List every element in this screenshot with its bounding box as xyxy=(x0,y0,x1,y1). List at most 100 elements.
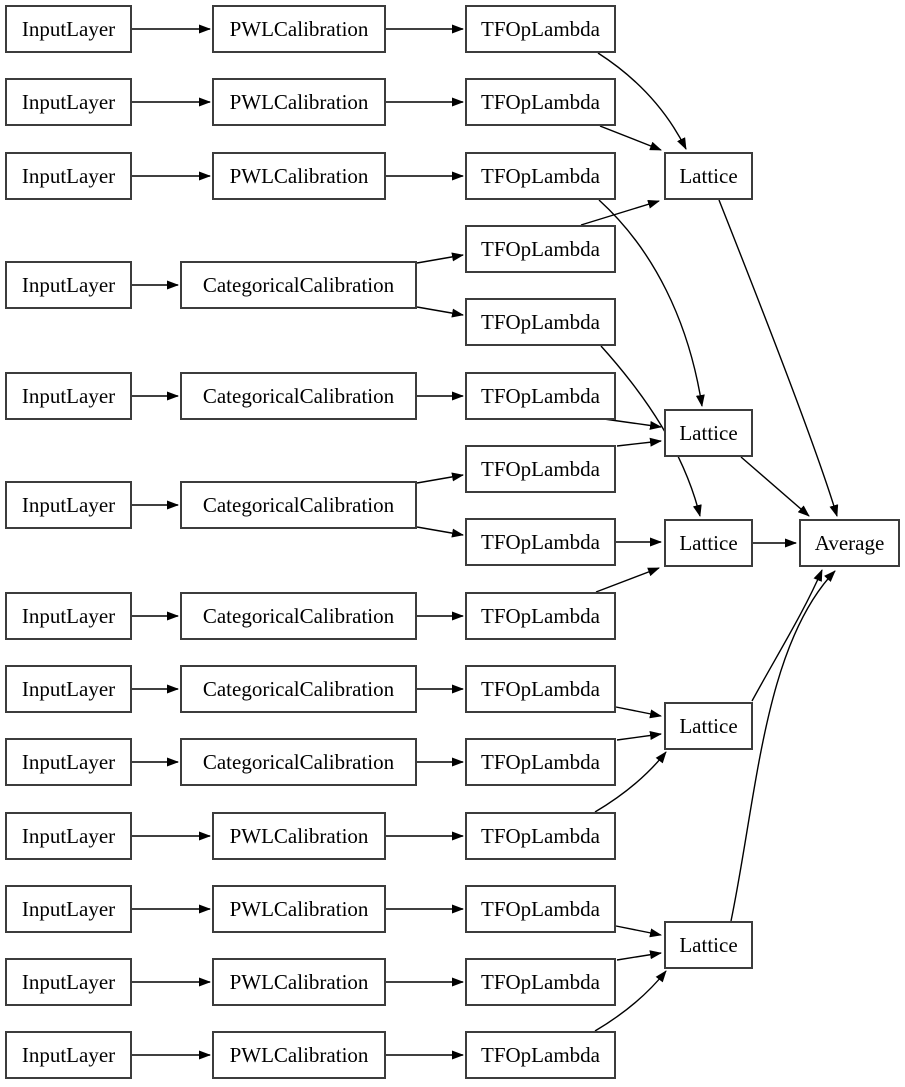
tfop-4-label: TFOpLambda xyxy=(481,236,600,261)
input-5-node: InputLayer xyxy=(5,372,132,420)
input-11-label: InputLayer xyxy=(21,896,116,921)
tfop-7-node: TFOpLambda xyxy=(465,445,616,493)
cat-5-label: CategoricalCalibration xyxy=(202,676,395,701)
input-12-label: InputLayer xyxy=(21,969,116,994)
tfop-6-label: TFOpLambda xyxy=(481,383,600,408)
tfop-8-label: TFOpLambda xyxy=(481,529,600,554)
pwl-4-label: PWLCalibration xyxy=(229,823,369,848)
tfop-12-label: TFOpLambda xyxy=(481,823,600,848)
tfop-1-node: TFOpLambda xyxy=(465,5,616,53)
edge-tfop-12-lattice-4 xyxy=(594,751,667,813)
edge-tfop-7-lattice-2 xyxy=(616,437,662,447)
lattice-4-node: Lattice xyxy=(664,702,753,750)
cat-4-node: CategoricalCalibration xyxy=(180,592,417,640)
lattice-4-label: Lattice xyxy=(679,713,738,738)
input-6-label: InputLayer xyxy=(21,492,116,517)
tfop-13-label: TFOpLambda xyxy=(481,896,600,921)
pwl-4-node: PWLCalibration xyxy=(212,812,386,860)
edge-tfop-14-lattice-5 xyxy=(616,950,662,961)
cat-6-node: CategoricalCalibration xyxy=(180,738,417,786)
cat-2-label: CategoricalCalibration xyxy=(202,383,395,408)
edge-cat-3-tfop-8 xyxy=(416,526,464,538)
cat-4-label: CategoricalCalibration xyxy=(202,603,395,628)
tfop-14-label: TFOpLambda xyxy=(481,969,600,994)
pwl-6-node: PWLCalibration xyxy=(212,958,386,1006)
edge-lattice-2-average xyxy=(740,456,810,517)
tfop-11-node: TFOpLambda xyxy=(465,738,616,786)
average-node: Average xyxy=(799,519,900,567)
tfop-2-node: TFOpLambda xyxy=(465,78,616,126)
edge-lattice-1-average xyxy=(718,199,839,517)
pwl-5-node: PWLCalibration xyxy=(212,885,386,933)
tfop-2-label: TFOpLambda xyxy=(481,89,600,114)
input-6-node: InputLayer xyxy=(5,481,132,529)
pwl-5-label: PWLCalibration xyxy=(229,896,369,921)
edge-tfop-13-lattice-5 xyxy=(615,925,662,938)
tfop-3-label: TFOpLambda xyxy=(481,163,600,188)
pwl-6-label: PWLCalibration xyxy=(229,969,369,994)
input-2-label: InputLayer xyxy=(21,89,116,114)
tfop-10-label: TFOpLambda xyxy=(481,676,600,701)
lattice-2-node: Lattice xyxy=(664,409,753,457)
input-12-node: InputLayer xyxy=(5,958,132,1006)
pwl-2-label: PWLCalibration xyxy=(229,89,369,114)
edge-cat-1-tfop-4 xyxy=(416,252,464,264)
cat-6-label: CategoricalCalibration xyxy=(202,749,395,774)
edge-cat-3-tfop-7 xyxy=(416,472,464,484)
input-2-node: InputLayer xyxy=(5,78,132,126)
lattice-5-node: Lattice xyxy=(664,921,753,969)
input-11-node: InputLayer xyxy=(5,885,132,933)
pwl-7-node: PWLCalibration xyxy=(212,1031,386,1079)
tfop-1-label: TFOpLambda xyxy=(481,16,600,41)
tfop-12-node: TFOpLambda xyxy=(465,812,616,860)
input-13-node: InputLayer xyxy=(5,1031,132,1079)
tfop-4-node: TFOpLambda xyxy=(465,225,616,273)
edge-tfop-3-lattice-2 xyxy=(598,199,705,407)
cat-5-node: CategoricalCalibration xyxy=(180,665,417,713)
cat-1-label: CategoricalCalibration xyxy=(202,272,395,297)
input-10-label: InputLayer xyxy=(21,823,116,848)
pwl-3-label: PWLCalibration xyxy=(229,163,369,188)
pwl-1-node: PWLCalibration xyxy=(212,5,386,53)
edge-tfop-15-lattice-5 xyxy=(594,970,667,1032)
tfop-5-node: TFOpLambda xyxy=(465,298,616,346)
input-13-label: InputLayer xyxy=(21,1042,116,1067)
input-5-label: InputLayer xyxy=(21,383,116,408)
edge-tfop-4-lattice-1 xyxy=(580,199,660,226)
pwl-3-node: PWLCalibration xyxy=(212,152,386,200)
lattice-5-label: Lattice xyxy=(679,932,738,957)
lattice-2-label: Lattice xyxy=(679,420,738,445)
input-8-label: InputLayer xyxy=(21,676,116,701)
pwl-2-node: PWLCalibration xyxy=(212,78,386,126)
input-1-label: InputLayer xyxy=(21,16,116,41)
edge-tfop-1-lattice-1 xyxy=(597,52,687,150)
tfop-5-label: TFOpLambda xyxy=(481,309,600,334)
tfop-15-node: TFOpLambda xyxy=(465,1031,616,1079)
lattice-1-node: Lattice xyxy=(664,152,753,200)
tfop-3-node: TFOpLambda xyxy=(465,152,616,200)
tfop-13-node: TFOpLambda xyxy=(465,885,616,933)
pwl-1-label: PWLCalibration xyxy=(229,16,369,41)
tfop-15-label: TFOpLambda xyxy=(481,1042,600,1067)
edge-tfop-5-lattice-3 xyxy=(600,345,702,517)
cat-3-node: CategoricalCalibration xyxy=(180,481,417,529)
tfop-14-node: TFOpLambda xyxy=(465,958,616,1006)
cat-3-label: CategoricalCalibration xyxy=(202,492,395,517)
lattice-3-node: Lattice xyxy=(664,519,753,567)
input-1-node: InputLayer xyxy=(5,5,132,53)
edge-tfop-9-lattice-3 xyxy=(595,567,660,593)
average-label: Average xyxy=(814,530,885,555)
edge-lattice-5-average xyxy=(730,570,836,922)
edge-cat-1-tfop-5 xyxy=(416,306,464,318)
input-9-node: InputLayer xyxy=(5,738,132,786)
edge-tfop-6-lattice-2 xyxy=(603,418,662,430)
input-4-label: InputLayer xyxy=(21,272,116,297)
lattice-3-label: Lattice xyxy=(679,530,738,555)
tfop-6-node: TFOpLambda xyxy=(465,372,616,420)
edge-tfop-2-lattice-1 xyxy=(599,125,662,151)
input-3-node: InputLayer xyxy=(5,152,132,200)
edge-lattice-4-average xyxy=(751,569,823,702)
input-4-node: InputLayer xyxy=(5,261,132,309)
